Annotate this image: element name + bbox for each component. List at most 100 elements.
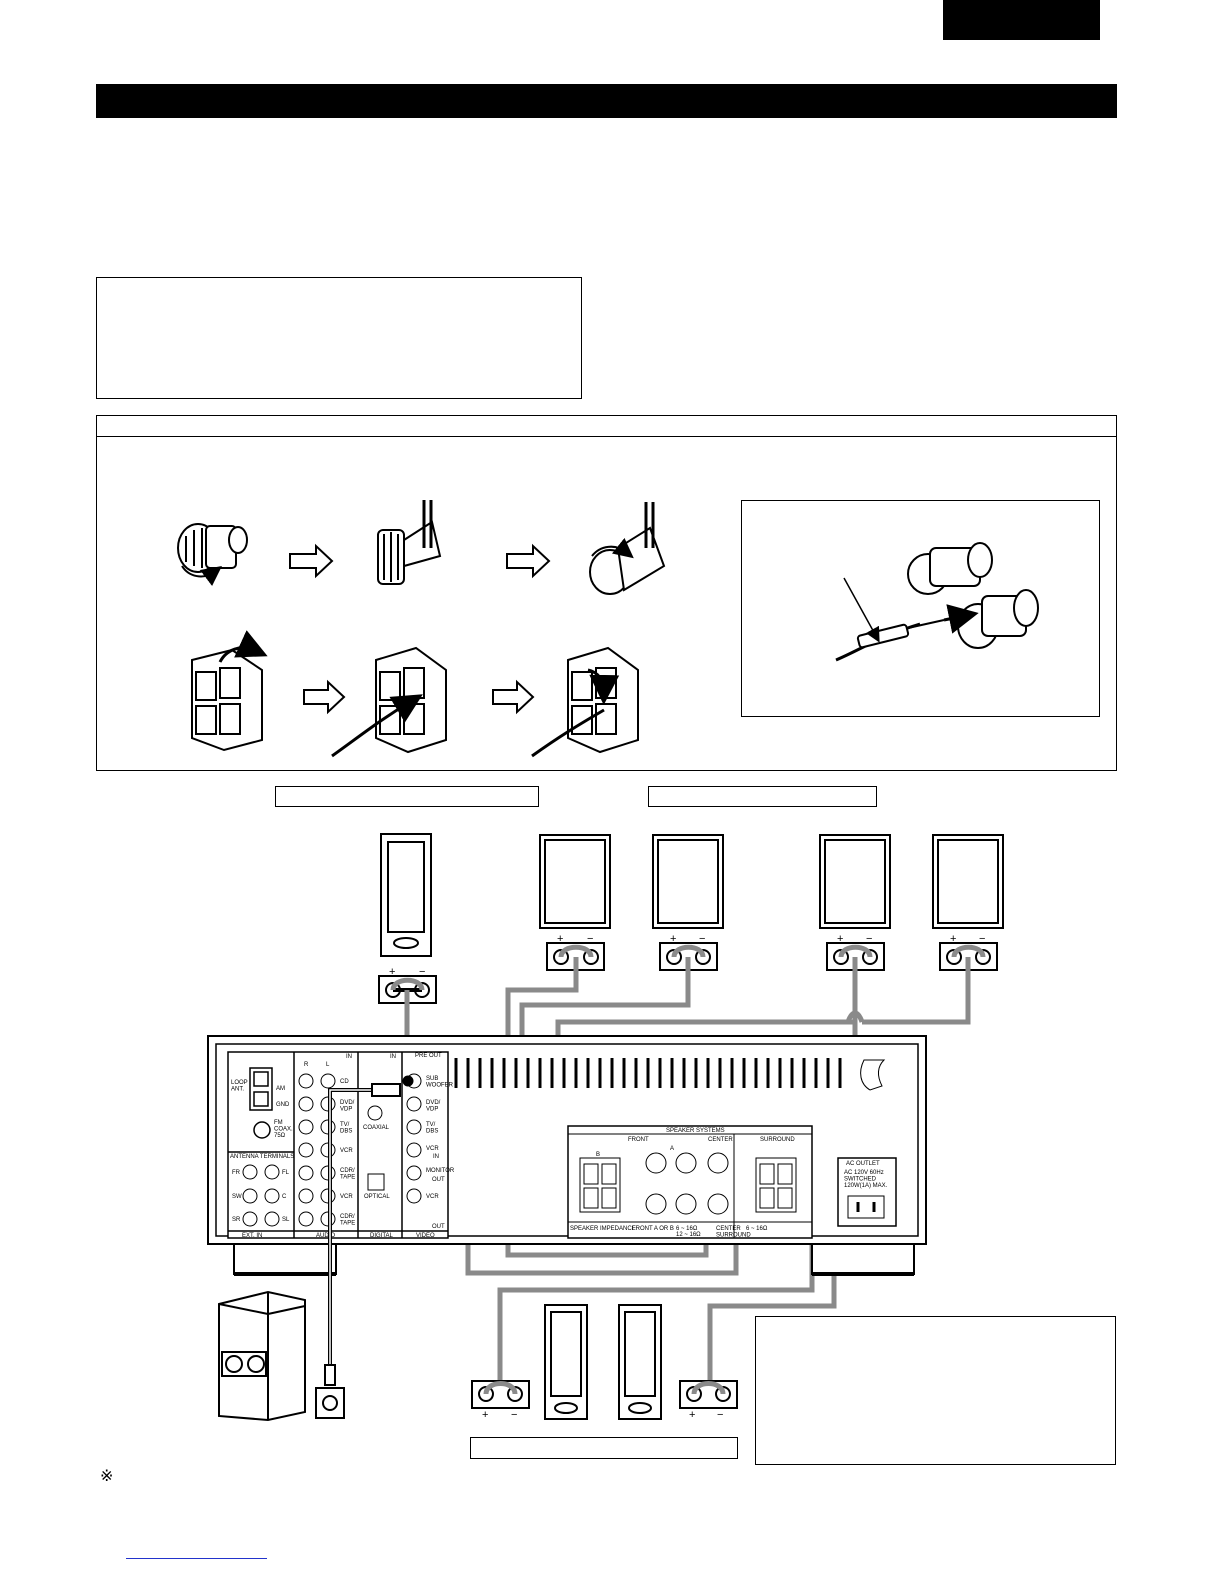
vcr-label: VCR <box>340 1148 353 1154</box>
subwoofer <box>218 1290 345 1422</box>
optical-label: OPTICAL <box>364 1194 390 1200</box>
binding-post-step-1 <box>177 523 248 587</box>
terminal-minus: − <box>866 933 872 945</box>
monitor-label: MONITOR <box>426 1168 455 1174</box>
front-speaker-r <box>539 834 611 971</box>
digital-label: DIGITAL <box>370 1233 394 1239</box>
terminal-plus: + <box>557 933 563 945</box>
tv-dbs-label: TV/DBS <box>426 1122 438 1135</box>
front-b-speaker-r <box>544 1304 588 1420</box>
speaker-impedance-label: SPEAKER IMPEDANCE <box>570 1226 636 1232</box>
r-label: R <box>304 1062 309 1068</box>
vcr-label: VCR <box>426 1194 439 1200</box>
sr-label: SR <box>232 1217 241 1223</box>
ac-outlet-label: AC OUTLET <box>846 1161 880 1167</box>
banana-plug-box <box>741 500 1100 717</box>
coaxial-label: COAXIAL <box>363 1125 390 1131</box>
tv-dbs-label: TV/DBS <box>340 1122 352 1135</box>
terminal-minus: − <box>979 933 985 945</box>
page-tab-block <box>943 0 1100 40</box>
subwoofer-cable <box>324 1075 414 1386</box>
footnote-mark: ※ <box>100 1466 114 1485</box>
vcr-label: VCR <box>340 1194 353 1200</box>
l-label: L <box>326 1062 330 1068</box>
front-b-cable-ends <box>390 944 986 1395</box>
terminal-minus: − <box>699 933 705 945</box>
terminal-minus: − <box>419 966 425 978</box>
am-label: AM <box>276 1086 285 1092</box>
dvd-vdp-label: DVD/VDP <box>426 1100 441 1113</box>
impedance-6-16-label: 6 ~ 16Ω <box>676 1226 698 1232</box>
impedance-12-16-label: 12 ~ 16Ω <box>676 1232 701 1238</box>
center-speaker <box>378 833 437 1004</box>
step-arrow-icon <box>506 543 551 579</box>
front-speakers-label-box <box>275 786 539 807</box>
spring-terminal-step-3 <box>531 646 639 758</box>
step-arrow-icon <box>492 679 535 715</box>
gnd-label: GND <box>276 1102 290 1108</box>
dvd-vdp-label: DVD/VDP <box>340 1100 355 1113</box>
vcr-label: VCR <box>426 1146 439 1152</box>
front-label: FRONT <box>628 1137 649 1143</box>
terminal-plus: + <box>689 1409 695 1421</box>
video-label: VIDEO <box>416 1233 435 1239</box>
a-label: A <box>670 1146 674 1152</box>
pre-out-label: PRE OUT <box>415 1053 442 1059</box>
front-b-speaker-l <box>618 1304 662 1420</box>
terminal-connection-header <box>96 415 1117 437</box>
receiver-rear-panel <box>207 1035 927 1276</box>
terminal-minus: − <box>587 933 593 945</box>
cd-label: CD <box>340 1079 349 1085</box>
surround-label: SURROUND <box>760 1137 795 1143</box>
audio-label: AUDIO <box>316 1233 335 1239</box>
terminal-plus: + <box>837 933 843 945</box>
cdr-tape-label: CDR/TAPE <box>340 1168 355 1181</box>
binding-post-step-3 <box>589 502 666 595</box>
binding-post-step-2 <box>377 500 442 585</box>
terminal-connection-frame <box>96 415 1117 771</box>
out-label: OUT <box>432 1177 445 1183</box>
sl-label: SL <box>282 1217 290 1223</box>
impedance-6-16-label: 6 ~ 16Ω <box>746 1226 768 1232</box>
fl-label: FL <box>282 1170 290 1176</box>
front-a-or-b-label: FRONT A OR B <box>632 1226 674 1232</box>
ext-in-label: EXT. IN <box>242 1233 262 1239</box>
terminal-minus: − <box>511 1409 517 1421</box>
step-arrow-icon <box>289 543 334 579</box>
front-b-terminals-l <box>679 1380 738 1409</box>
in-label: IN <box>390 1054 396 1060</box>
section-title-bar <box>96 84 1117 118</box>
terminal-plus: + <box>482 1409 488 1421</box>
sw-label: SW <box>232 1194 242 1200</box>
step-arrow-icon <box>303 679 346 715</box>
surround-speakers-label-box <box>648 786 877 807</box>
cable-crossover <box>845 1010 865 1023</box>
banana-plug-illustration <box>835 542 1039 662</box>
cdr-tape-label: CDR/TAPE <box>340 1214 355 1227</box>
terminal-plus: + <box>950 933 956 945</box>
terminal-plus: + <box>389 966 395 978</box>
caution-box <box>755 1316 1116 1465</box>
in-label: IN <box>433 1154 439 1160</box>
speaker-systems-label: SPEAKER SYSTEMS <box>666 1128 725 1134</box>
b-label: B <box>596 1152 600 1158</box>
fr-label: FR <box>232 1170 241 1176</box>
c-label: C <box>282 1194 287 1200</box>
page-link-underline[interactable] <box>126 1558 267 1559</box>
in-label: IN <box>346 1054 352 1060</box>
center-label: CENTER <box>708 1137 733 1143</box>
terminal-plus: + <box>670 933 676 945</box>
front-b-speakers-label-box <box>470 1437 738 1459</box>
note-box <box>96 277 582 399</box>
spring-terminal-step-1 <box>191 630 268 752</box>
terminal-minus: − <box>717 1409 723 1421</box>
spring-terminal-step-2 <box>331 646 447 758</box>
antenna-terminals-label: ANTENNA TERMINALS <box>230 1154 294 1160</box>
out-label: OUT <box>432 1224 445 1230</box>
